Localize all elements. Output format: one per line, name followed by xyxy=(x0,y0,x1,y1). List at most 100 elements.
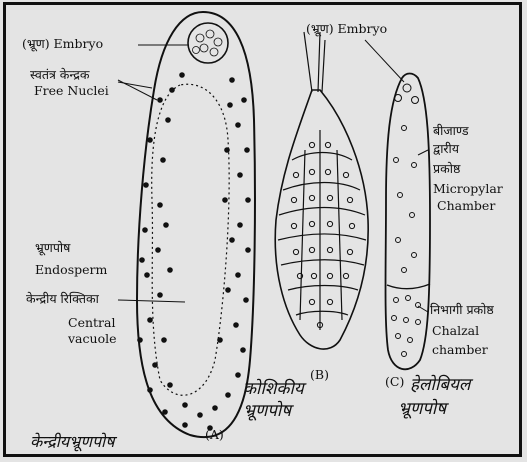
label-embryo-a: (भ्रूण) Embryo xyxy=(22,37,103,51)
free-nucleus xyxy=(169,87,175,93)
cell-nucleus xyxy=(309,142,314,147)
chalazal-nucleus xyxy=(394,298,399,303)
cell-walls xyxy=(278,130,366,330)
cell-nucleus xyxy=(309,169,314,174)
chalazal-nucleus xyxy=(408,338,413,343)
cell-nucleus xyxy=(327,195,332,200)
micropylar-nucleus xyxy=(412,163,417,168)
free-nucleus xyxy=(237,172,243,178)
free-nucleus xyxy=(137,337,143,343)
cell-nucleus xyxy=(327,299,332,304)
label-central-vacuole-english-1: Central xyxy=(68,316,115,330)
cellular-endosperm-outline xyxy=(275,90,368,349)
label-letter-a: (A) xyxy=(205,428,224,442)
free-nucleus xyxy=(217,337,223,343)
cell-nucleus xyxy=(327,221,332,226)
cellular-stalk xyxy=(304,32,325,92)
free-nucleus xyxy=(244,147,250,153)
free-nucleus xyxy=(237,222,243,228)
label-letter-b: (B) xyxy=(310,368,329,382)
free-nucleus xyxy=(157,292,163,298)
label-free-nuclei-hindi: स्वतंत्र केन्द्रक xyxy=(30,68,90,82)
free-nucleus xyxy=(233,322,239,328)
label-letter-c: (C) xyxy=(385,375,404,389)
free-nucleus xyxy=(229,237,235,243)
free-nucleus xyxy=(139,257,145,263)
label-central-vacuole-english-2: vacuole xyxy=(68,332,117,346)
free-nucleus xyxy=(179,72,185,78)
free-nucleus xyxy=(241,97,247,103)
caption-cellular-endosperm-1: कोशिकीय xyxy=(243,380,304,399)
caption-helobial-endosperm-1: हेलोबियल xyxy=(410,376,470,395)
free-nucleus xyxy=(225,287,231,293)
free-nucleus xyxy=(222,197,228,203)
free-nucleus xyxy=(229,77,235,83)
cell-nucleus xyxy=(349,223,354,228)
free-nucleus xyxy=(167,267,173,273)
chalazal-nucleus xyxy=(416,320,421,325)
cell-nucleus xyxy=(343,273,348,278)
label-micropylar-hindi-3: प्रकोष्ठ xyxy=(433,162,460,176)
free-nucleus xyxy=(162,409,168,415)
label-embryo-c: (भ्रूण) Embryo xyxy=(306,22,387,36)
free-nucleus xyxy=(224,147,230,153)
free-nucleus xyxy=(143,182,149,188)
label-micropylar-hindi-1: बीजाण्ड xyxy=(433,124,469,138)
chalzal-leader-line xyxy=(418,306,428,312)
label-micropylar-hindi-2: द्वारीय xyxy=(433,142,459,156)
free-nuclei-dots xyxy=(137,72,251,431)
label-micropylar-english-1: Micropylar xyxy=(433,182,503,196)
free-nucleus xyxy=(235,372,241,378)
caption-helobial-endosperm-2: भ्रूणपोष xyxy=(398,400,446,419)
free-nucleus xyxy=(235,272,241,278)
free-nucleus xyxy=(161,337,167,343)
free-nucleus xyxy=(157,97,163,103)
micropylar-nucleus xyxy=(396,238,401,243)
cell-nucleus xyxy=(343,172,348,177)
chalazal-nucleus xyxy=(402,352,407,357)
cell-nucleus xyxy=(311,273,316,278)
chalazal-nucleus xyxy=(404,318,409,323)
micropylar-nucleus xyxy=(410,213,415,218)
label-chalzal-english-2: chamber xyxy=(432,343,488,357)
central-vacuole-outline xyxy=(152,84,229,395)
free-nucleus xyxy=(182,402,188,408)
label-endosperm-english: Endosperm xyxy=(35,263,107,277)
cellular-endosperm-diagram xyxy=(275,32,368,349)
micropylar-nucleus xyxy=(412,253,417,258)
chalazal-nucleus xyxy=(396,334,401,339)
cell-nucleus xyxy=(327,273,332,278)
free-nucleus xyxy=(155,247,161,253)
cell-nucleus xyxy=(293,172,298,177)
cell-nucleus xyxy=(293,249,298,254)
free-nucleus xyxy=(197,412,203,418)
free-nucleus xyxy=(167,382,173,388)
cell-nucleus xyxy=(291,197,296,202)
free-nucleus xyxy=(147,137,153,143)
free-nucleus xyxy=(245,197,251,203)
embryo-leader-line-c xyxy=(365,40,404,82)
free-nucleus xyxy=(163,222,169,228)
free-nucleus xyxy=(144,272,150,278)
micropylar-nucleus xyxy=(402,268,407,273)
chalazal-nuclei xyxy=(392,296,421,357)
free-nucleus xyxy=(212,405,218,411)
label-central-vacuole-hindi: केन्द्रीय रिक्तिका xyxy=(26,292,99,306)
free-nucleus xyxy=(142,227,148,233)
free-nucleus xyxy=(147,387,153,393)
free-nucleus xyxy=(243,297,249,303)
micropylar-nucleus xyxy=(398,193,403,198)
nuclear-endosperm-diagram xyxy=(118,12,255,437)
label-micropylar-english-2: Chamber xyxy=(437,199,495,213)
embryo-inner-cells xyxy=(193,30,223,56)
caption-cellular-endosperm-2: भ्रूणपोष xyxy=(243,402,291,421)
free-nucleus xyxy=(157,202,163,208)
cell-nucleus xyxy=(325,169,330,174)
cell-nucleus xyxy=(325,142,330,147)
central-vacuole-leader-line xyxy=(118,300,185,302)
free-nucleus xyxy=(147,317,153,323)
cell-nucleus xyxy=(309,247,314,252)
micropylar-nuclei xyxy=(394,126,417,273)
chamber-partition xyxy=(387,284,430,289)
